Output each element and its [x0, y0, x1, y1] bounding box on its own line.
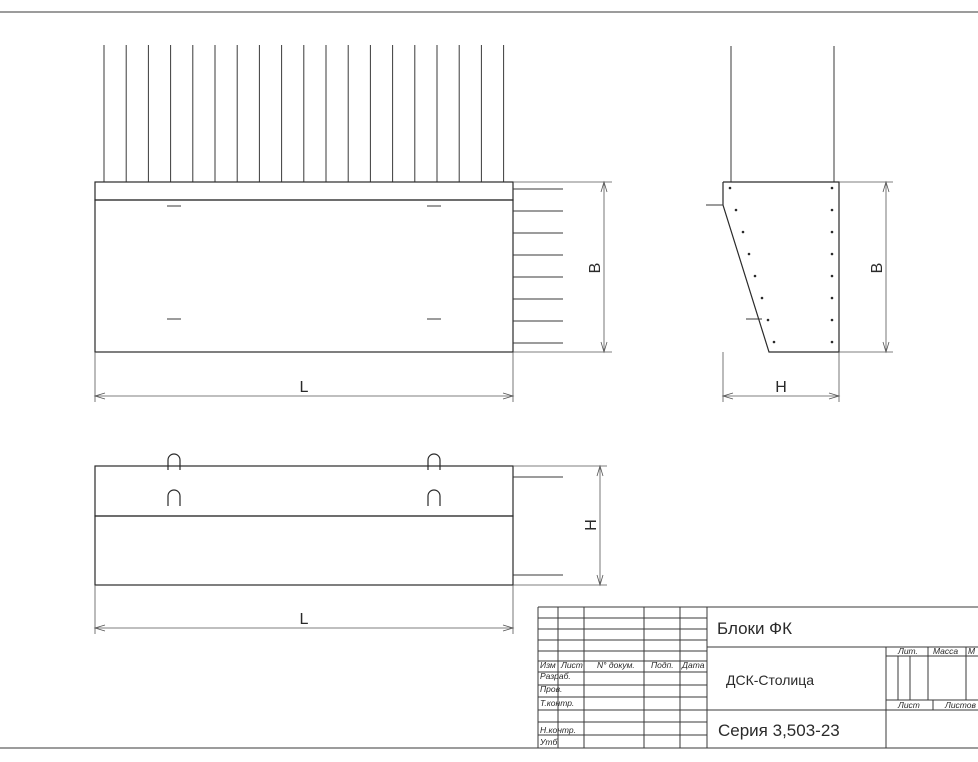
front-dim-l-label: L [300, 379, 309, 396]
front-view: B L [93, 45, 612, 402]
rebar-dot [830, 252, 834, 256]
front-side-bars [513, 188, 563, 344]
tb-series: Серия 3,503-23 [718, 721, 840, 740]
plan-dimension-l: L [93, 585, 515, 634]
tb-col-date: Дата [681, 660, 705, 670]
lifting-loop-icon [167, 453, 441, 506]
rebar-dot [766, 318, 770, 322]
tb-row-developed: Разраб. [540, 671, 571, 681]
title-block-rows [538, 617, 707, 736]
rebar-dot [741, 230, 745, 234]
tb-sheet: Лист [897, 700, 920, 710]
tb-title: Блоки ФК [717, 619, 792, 638]
plan-dim-l-label: L [300, 611, 309, 628]
front-dimension-b: B [513, 180, 612, 354]
rebar-dot [830, 274, 834, 278]
side-dim-b-label: B [869, 263, 886, 274]
tb-row-approved: Утб. [539, 737, 560, 747]
side-profile [722, 181, 840, 353]
sheet-frame [0, 11, 978, 749]
rebar-dot [830, 186, 834, 190]
tb-lit: Лит. [897, 646, 918, 656]
tb-scale: М [968, 646, 976, 656]
title-block: Изм Лист N° докум. Подп. Дата Разраб. Пр… [537, 606, 978, 748]
plan-view: H L [93, 453, 607, 634]
front-body [94, 199, 514, 353]
tb-col-list: Лист [560, 660, 583, 670]
rebar-dot [830, 318, 834, 322]
side-view: B H [706, 46, 893, 402]
rebar-dot [728, 186, 732, 190]
rebar-dot [760, 296, 764, 300]
tb-col-izm: Изм [540, 660, 556, 670]
tb-sheets: Листов [944, 700, 977, 710]
rebar-dot [753, 274, 757, 278]
rebar-dot [830, 208, 834, 212]
tb-organization: ДСК-Столица [726, 672, 814, 688]
front-reinforcement-bars [103, 45, 505, 182]
rebar-dot [830, 340, 834, 344]
tb-col-sign: Подп. [651, 660, 674, 670]
rebar-dot [830, 296, 834, 300]
plan-upper-band [94, 465, 514, 517]
side-dimension-b: B [839, 180, 893, 354]
tb-row-tech: Т.контр. [540, 698, 574, 708]
plan-lower-band [94, 515, 514, 586]
front-dim-b-label: B [587, 263, 604, 274]
side-dimension-h: H [721, 352, 841, 402]
rebar-dot [747, 252, 751, 256]
plan-dimension-h: H [513, 464, 607, 587]
rebar-dot [772, 340, 776, 344]
tb-mass: Масса [933, 646, 958, 656]
rebar-dot [734, 208, 738, 212]
tb-col-doc: N° докум. [597, 660, 635, 670]
front-top-band [94, 181, 514, 201]
tb-row-norm: Н.контр. [540, 725, 576, 735]
side-dim-h-label: H [775, 379, 787, 396]
rebar-dot [830, 230, 834, 234]
tb-row-checked: Пров. [540, 684, 562, 694]
side-rebar-dots [728, 186, 834, 344]
plan-dim-h-label: H [583, 519, 600, 531]
front-dimension-l: L [93, 352, 515, 402]
